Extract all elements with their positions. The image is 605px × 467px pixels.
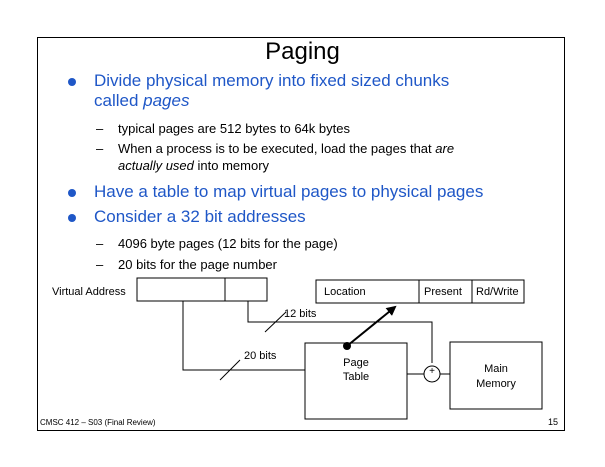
main-memory-label-line1: Main bbox=[484, 363, 508, 375]
dash-marker: – bbox=[96, 141, 104, 156]
sub-bullet-line2: actually used into memory bbox=[118, 157, 454, 174]
bullet-text: Have a table to map virtual pages to phy… bbox=[94, 182, 484, 201]
entry-field-rdwrite: Rd/Write bbox=[476, 286, 519, 298]
slide-title: Paging bbox=[265, 38, 340, 65]
sub-bullet-text: 4096 byte pages (12 bits for the page) bbox=[118, 236, 338, 251]
slide-frame bbox=[37, 37, 565, 431]
slash-12-bits bbox=[264, 311, 287, 333]
sub-bullet-4096: – 4096 byte pages (12 bits for the page) bbox=[96, 235, 338, 252]
sub-bullet-line1: When a process is to be executed, load t… bbox=[118, 140, 454, 157]
label-12-bits: 12 bits bbox=[284, 308, 317, 320]
bullet-text-line2: called pages bbox=[94, 91, 449, 111]
slide-footer: CMSC 412 – S03 (Final Review) bbox=[40, 418, 156, 427]
dash-marker: – bbox=[96, 257, 104, 272]
dash-marker: – bbox=[96, 236, 104, 251]
dash-marker: – bbox=[96, 121, 104, 136]
main-memory-label-line2: Memory bbox=[476, 378, 516, 390]
page-table-label-line2: Table bbox=[342, 371, 370, 383]
bullet-dot bbox=[68, 214, 76, 222]
page-table-box bbox=[304, 342, 408, 420]
virtual-address-box bbox=[136, 277, 268, 302]
bullet-text-italic: pages bbox=[143, 91, 190, 110]
sub-bullet-text: 20 bits for the page number bbox=[118, 257, 277, 272]
slash-20-bits bbox=[219, 359, 241, 381]
bullet-dot bbox=[68, 78, 76, 86]
bullet-text-prefix: called bbox=[94, 91, 144, 110]
sub-bullet-load-pages: – When a process is to be executed, load… bbox=[96, 140, 454, 174]
entry-field-location: Location bbox=[324, 286, 366, 298]
path-20-bits bbox=[182, 301, 305, 371]
adder-plus: + bbox=[429, 366, 435, 377]
main-memory-label: Main Memory bbox=[450, 362, 542, 392]
main-memory-box bbox=[449, 341, 543, 410]
sub-bullet-text: typical pages are 512 bytes to 64k bytes bbox=[118, 121, 350, 136]
path-12-bits bbox=[247, 301, 433, 363]
label-20-bits: 20 bits bbox=[244, 350, 277, 362]
sub-bullet-text: into memory bbox=[193, 158, 270, 173]
bullet-dot bbox=[68, 189, 76, 197]
sub-bullet-italic: actually used bbox=[118, 158, 194, 173]
page-table-label: Page Table bbox=[305, 356, 407, 384]
page-table-label-line1: Page bbox=[343, 357, 369, 369]
sub-bullet-20bits: – 20 bits for the page number bbox=[96, 256, 277, 273]
virtual-address-label: Virtual Address bbox=[52, 286, 126, 298]
bullet-32bit: Consider a 32 bit addresses bbox=[68, 207, 306, 227]
sub-bullet-italic: are bbox=[435, 141, 455, 156]
bullet-text: Consider a 32 bit addresses bbox=[94, 207, 306, 226]
entry-field-present: Present bbox=[424, 286, 462, 298]
sub-bullet-typical-pages: – typical pages are 512 bytes to 64k byt… bbox=[96, 120, 350, 137]
bullet-text-line1: Divide physical memory into fixed sized … bbox=[94, 71, 450, 90]
lookup-arrow bbox=[346, 305, 397, 347]
page-number: 15 bbox=[548, 417, 559, 427]
sub-bullet-text: When a process is to be executed, load t… bbox=[118, 141, 436, 156]
bullet-table-map: Have a table to map virtual pages to phy… bbox=[68, 182, 484, 202]
bullet-divide-memory: Divide physical memory into fixed sized … bbox=[68, 71, 450, 111]
